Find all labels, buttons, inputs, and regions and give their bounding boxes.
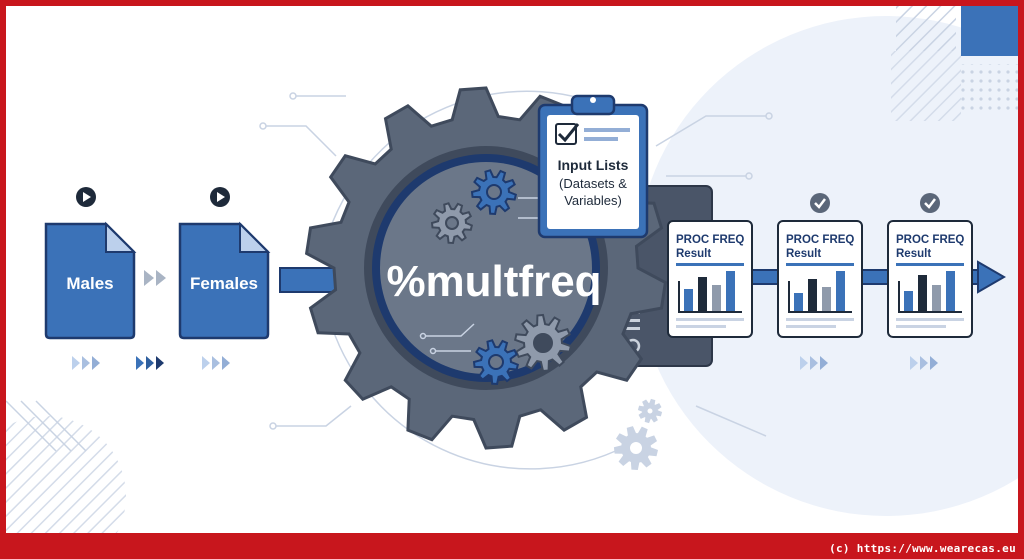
workflow-diagram: Males Females	[6, 6, 1018, 533]
result-title: PROC FREQ	[786, 234, 854, 246]
chart-bar	[932, 285, 941, 311]
males-document: Males	[44, 221, 137, 340]
play-icon	[76, 187, 96, 207]
proc-freq-result-card: PROC FREQ Result	[777, 193, 863, 338]
chart-bar	[904, 291, 913, 311]
macro-name: %multfreq	[386, 257, 601, 306]
chart-bar	[726, 271, 735, 311]
play-icon	[210, 187, 230, 207]
chart-bar	[918, 275, 927, 311]
corner-dots	[961, 64, 1018, 114]
diagram-canvas: Males Females	[6, 6, 1018, 533]
females-label: Females	[190, 274, 258, 293]
result-title: PROC FREQ	[676, 234, 744, 246]
corner-hatch-2	[891, 51, 961, 121]
gear-icon	[637, 398, 663, 424]
chart-bar	[712, 285, 721, 311]
check-box	[555, 123, 577, 145]
chart-bar	[808, 279, 817, 311]
double-arrow-icon	[144, 270, 166, 286]
proc-freq-result-card: PROC FREQ Result	[887, 193, 973, 338]
chart-bar	[684, 289, 693, 311]
chart-bar	[836, 271, 845, 311]
gear-icon	[514, 313, 572, 373]
gear-icon	[472, 339, 520, 386]
results-group: PROC FREQ Result PROC FREQ Result PROC FREQ R…	[667, 193, 973, 338]
result-title: PROC FREQ	[896, 234, 964, 246]
proc-freq-result-card: PROC FREQ Result	[667, 220, 753, 338]
result-subtitle: Result	[786, 248, 821, 260]
bar-chart-icon	[788, 271, 852, 313]
corner-square-blue	[961, 6, 1018, 56]
gear-icon	[430, 202, 474, 245]
input-lists-line1: (Datasets &	[559, 176, 627, 191]
gear-icon	[470, 169, 518, 216]
flow-chevrons-left	[72, 356, 230, 370]
chart-bar	[946, 271, 955, 311]
chart-bar	[698, 277, 707, 311]
check-icon	[557, 123, 580, 143]
check-icon	[920, 193, 940, 213]
chart-bar	[794, 293, 803, 311]
clipboard-icon: Input Lists (Datasets & Variables)	[537, 94, 649, 239]
flow-chevrons-right	[800, 356, 938, 370]
chart-bar	[822, 287, 831, 311]
input-lists-title: Input Lists	[558, 157, 629, 173]
bar-chart-icon	[678, 271, 742, 313]
arrow-right-icon	[977, 260, 1007, 294]
credit-text: (c) https://www.wearecas.eu	[829, 542, 1016, 555]
bar-chart-icon	[898, 271, 962, 313]
bottom-left-hatch	[6, 416, 126, 533]
input-lists-line2: Variables)	[564, 193, 622, 208]
males-label: Males	[66, 274, 113, 293]
result-subtitle: Result	[896, 248, 931, 260]
corner-hatch	[896, 6, 956, 51]
females-document: Females	[178, 221, 271, 340]
check-icon	[810, 193, 830, 213]
gear-icon	[613, 426, 659, 471]
result-subtitle: Result	[676, 248, 711, 260]
